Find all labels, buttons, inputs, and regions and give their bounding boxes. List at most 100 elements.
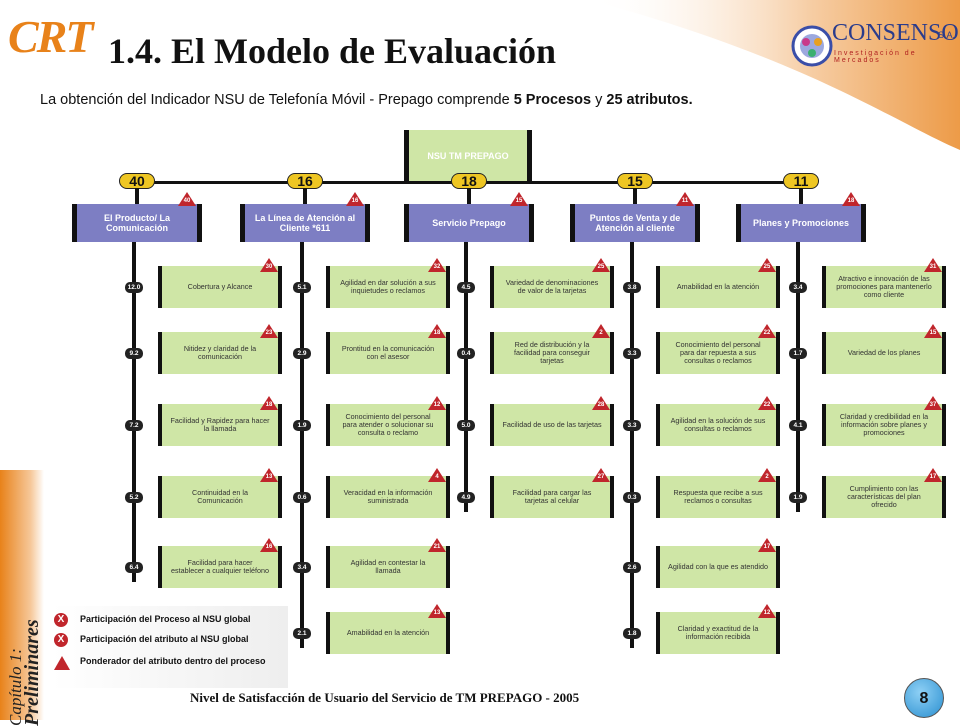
weight-value: 37 [929,402,937,408]
attribute-box[interactable]: Facilidad de uso de las tarjetas [490,404,614,446]
attribute-box[interactable]: Variedad de denominaciones de valor de l… [490,266,614,308]
attribute-weight-marker: 28 [592,396,610,410]
attribute-participation-badge: 2.6 [623,562,641,573]
legend: X Participación del Proceso al NSU globa… [52,606,288,688]
weight-value: 18 [265,402,273,408]
weight-value: 18 [847,198,855,204]
attribute-weight-marker: 2 [758,468,776,482]
process-box[interactable]: Servicio Prepago [404,204,534,242]
connector-line [135,188,139,206]
weight-value: 12 [763,610,771,616]
page-title: 1.4. El Modelo de Evaluación [108,31,557,71]
page-number: 8 [904,678,944,718]
weight-value: 15 [515,198,523,204]
attribute-box[interactable]: Amabilidad en la atención [326,612,450,654]
legend-item-attribute: Participación del atributo al NSU global [80,634,249,644]
weight-value: 4 [435,474,439,480]
spine-line [796,242,800,512]
attribute-box[interactable]: Facilidad y Rapidez para hacer la llamad… [158,404,282,446]
attribute-box[interactable]: Veracidad en la información suministrada [326,476,450,518]
attribute-box[interactable]: Amabilidad en la atención [656,266,780,308]
weight-value: 21 [433,544,441,550]
attribute-weight-marker: 37 [924,396,942,410]
process-box[interactable]: Planes y Promociones [736,204,866,242]
company-name: CONSENSO [832,20,959,46]
attribute-participation-badge: 4.9 [457,492,475,503]
attribute-participation-badge: 5.1 [293,282,311,293]
footer-text: Nivel de Satisfacción de Usuario del Ser… [190,690,580,705]
attribute-box[interactable]: Agilidad en dar solución a sus inquietud… [326,266,450,308]
process-weight-marker: 40 [178,192,196,206]
attribute-weight-marker: 18 [260,396,278,410]
attribute-weight-marker: 25 [758,258,776,272]
attribute-participation-badge: 2.1 [293,628,311,639]
attribute-participation-badge: 5.0 [457,420,475,431]
attribute-weight-marker: 30 [260,258,278,272]
weight-value: 2 [599,330,603,336]
process-participation-badge: 40 [119,173,155,189]
weight-value: 15 [929,330,937,336]
attribute-participation-badge: 5.2 [125,492,143,503]
attribute-box[interactable]: Continuidad en la Comunicación [158,476,282,518]
attribute-weight-marker: 17 [924,468,942,482]
attribute-participation-icon: X [54,633,68,647]
attribute-box[interactable]: Cobertura y Alcance [158,266,282,308]
attribute-participation-badge: 3.4 [789,282,807,293]
weight-value: 16 [351,198,359,204]
connector-line [799,188,803,206]
process-box[interactable]: La Línea de Atención al Cliente *611 [240,204,370,242]
weight-value: 32 [433,264,441,270]
attribute-box[interactable]: Claridad y credibilidad en la informació… [822,404,946,446]
attribute-box[interactable]: Agilidad con la que es atendido [656,546,780,588]
process-box[interactable]: El Producto/ La Comunicación [72,204,202,242]
attribute-box[interactable]: Claridad y exactitud de la información r… [656,612,780,654]
subtitle-text: La obtención del Indicador NSU de Telefo… [40,92,514,108]
weight-value: 17 [763,544,771,550]
attribute-participation-badge: 6.4 [125,562,143,573]
attribute-box[interactable]: Atractivo e innovación de las promocione… [822,266,946,308]
attribute-weight-marker: 12 [758,604,776,618]
weight-value: 28 [597,402,605,408]
attribute-participation-badge: 1.9 [293,420,311,431]
attribute-box[interactable]: Conocimiento del personal para atender o… [326,404,450,446]
attribute-participation-badge: 0.6 [293,492,311,503]
process-box[interactable]: Puntos de Venta y de Atención al cliente [570,204,700,242]
attribute-participation-badge: 3.3 [623,420,641,431]
weight-value: 13 [265,474,273,480]
attribute-box[interactable]: Variedad de los planes [822,332,946,374]
weight-value: 22 [763,330,771,336]
spine-line [464,242,468,512]
attribute-participation-badge: 1.8 [623,628,641,639]
attribute-box[interactable]: Nitidez y claridad de la comunicación [158,332,282,374]
attribute-participation-badge: 1.7 [789,348,807,359]
subtitle: La obtención del Indicador NSU de Telefo… [40,92,693,108]
attribute-box[interactable]: Respuesta que recibe a sus reclamos o co… [656,476,780,518]
weight-value: 16 [265,544,273,550]
attribute-weight-marker: 15 [924,324,942,338]
decorative-banner [590,0,960,150]
spine-line [300,242,304,648]
spine-line [132,242,136,582]
process-participation-badge: 11 [783,173,819,189]
attribute-box[interactable]: Agilidad en la solución de sus consultas… [656,404,780,446]
attribute-box[interactable]: Facilidad para hacer establecer a cualqu… [158,546,282,588]
attribute-box[interactable]: Cumplimiento con las características del… [822,476,946,518]
attribute-box[interactable]: Red de distribución y la facilidad para … [490,332,614,374]
subtitle-attributes: 25 atributos. [606,92,693,108]
attribute-participation-badge: 7.2 [125,420,143,431]
subtitle-processes: 5 Procesos [513,92,592,108]
attribute-box[interactable]: Prontitud en la comunicación con el ases… [326,332,450,374]
legend-item-process: Participación del Proceso al NSU global [80,614,251,624]
weight-value: 27 [597,474,605,480]
attribute-box[interactable]: Facilidad para cargar las tarjetas al ce… [490,476,614,518]
attribute-box[interactable]: Agilidad en contestar la llamada [326,546,450,588]
weight-value: 12 [433,402,441,408]
weight-value: 40 [183,198,191,204]
attribute-participation-badge: 3.3 [623,348,641,359]
attribute-weight-marker: 18 [428,324,446,338]
weight-value: 2 [765,474,769,480]
attribute-weight-marker: 27 [592,468,610,482]
attribute-box[interactable]: Conocimiento del personal para dar repue… [656,332,780,374]
weight-value: 11 [681,198,689,204]
process-participation-badge: 15 [617,173,653,189]
